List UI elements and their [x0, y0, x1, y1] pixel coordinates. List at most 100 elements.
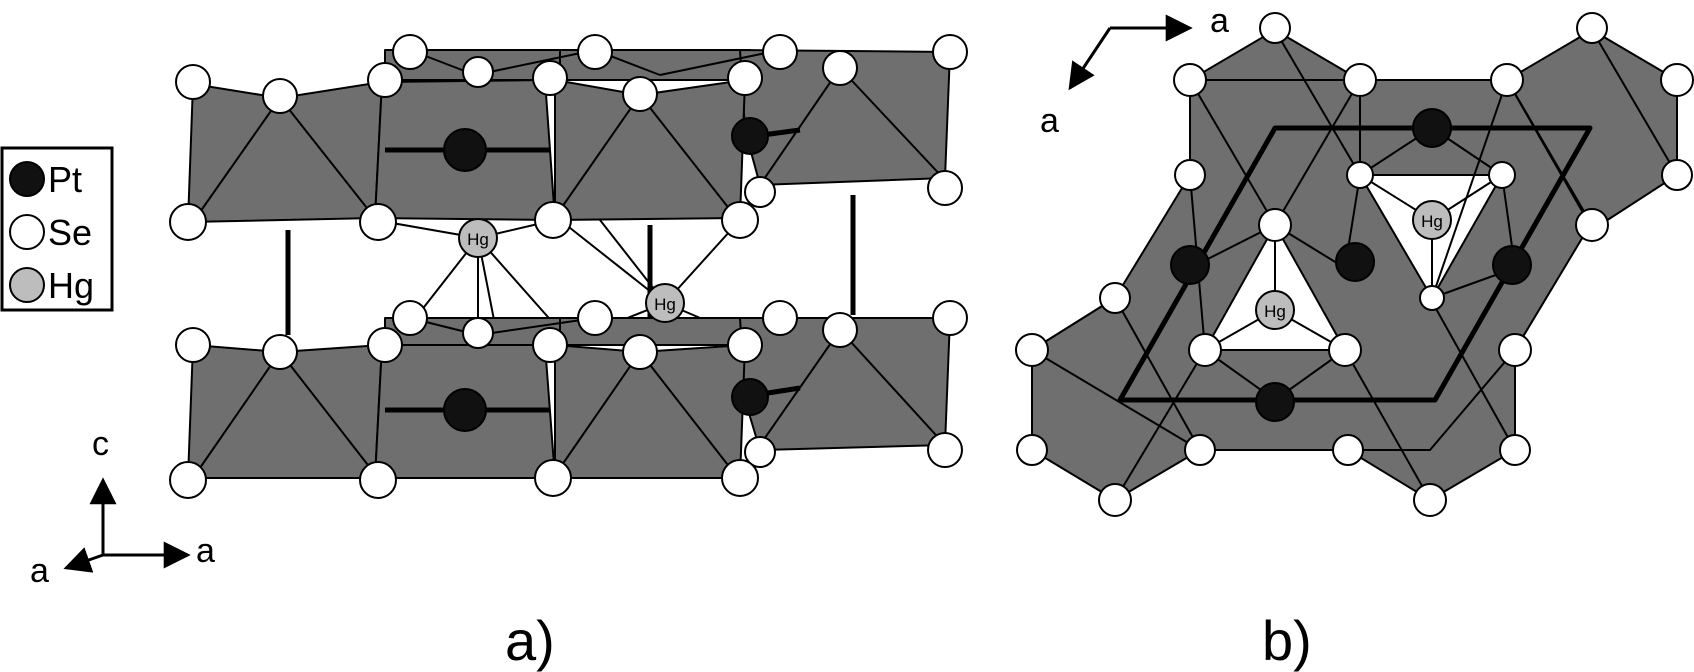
se-atom — [727, 327, 763, 363]
se-atom — [1488, 161, 1516, 189]
se-atom — [1259, 12, 1291, 44]
se-atom — [721, 459, 759, 497]
se-atom — [744, 176, 776, 208]
axis-a-right-label: a — [196, 532, 215, 570]
legend-se-marker — [9, 214, 45, 250]
se-atom — [462, 56, 494, 88]
se-atom — [1174, 159, 1206, 191]
se-atom — [169, 203, 207, 241]
se-atom — [1173, 63, 1207, 97]
axis-a-left-label: a — [30, 552, 49, 590]
pt-atom — [443, 128, 487, 172]
se-atom — [1184, 434, 1216, 466]
se-atom — [622, 334, 658, 370]
se-atom — [169, 461, 207, 499]
panel-a-structure — [187, 49, 951, 479]
se-atom — [1661, 159, 1693, 191]
se-atom — [1413, 483, 1447, 517]
legend: Pt Se Hg — [0, 146, 114, 312]
se-atom — [727, 60, 763, 96]
se-atom — [577, 34, 613, 70]
se-atom — [1332, 434, 1364, 466]
pt-atom — [1492, 245, 1532, 285]
se-atom — [1575, 208, 1609, 242]
se-atom — [1343, 63, 1377, 97]
se-atom — [392, 300, 428, 336]
se-atom — [367, 327, 403, 363]
se-atom — [932, 300, 968, 336]
se-atom — [359, 461, 397, 499]
pt-atom — [1412, 108, 1452, 148]
se-atom — [1258, 208, 1292, 242]
se-atom — [822, 50, 858, 86]
panel-b-axes — [1068, 14, 1193, 91]
pt-atom — [1255, 382, 1295, 422]
se-atom — [762, 34, 798, 70]
hg-atom-label: Hg — [654, 295, 676, 314]
se-atom — [1490, 63, 1524, 97]
se-atom — [1576, 12, 1608, 44]
hg-atom-label: Hg — [467, 230, 489, 249]
legend-hg-label: Hg — [48, 265, 94, 306]
axis-c-label: c — [92, 425, 109, 463]
pt-atom — [1170, 245, 1210, 285]
panel-b-label: b) — [1262, 609, 1312, 672]
se-atom — [1016, 434, 1048, 466]
hg-atom-label: Hg — [1421, 212, 1443, 231]
se-atom — [1660, 63, 1694, 97]
hg-atom — [1255, 290, 1295, 330]
se-atom — [532, 327, 568, 363]
hg-atom-label: Hg — [1264, 302, 1286, 321]
se-atom — [927, 170, 963, 206]
panel-a-label: a) — [505, 609, 555, 672]
se-atom — [721, 201, 759, 239]
panel-b-structure — [1031, 29, 1678, 501]
se-atom — [622, 76, 658, 112]
pt-atom — [443, 388, 487, 432]
se-atom — [175, 64, 211, 100]
panel-a-axes — [63, 477, 191, 573]
se-atom — [744, 436, 776, 468]
axis-a-down-arrow — [1068, 27, 1112, 91]
legend-hg-marker — [9, 267, 45, 303]
se-atom — [1328, 333, 1362, 367]
hg-atom — [458, 218, 498, 258]
axis-a-right-label: a — [1210, 2, 1229, 40]
se-atom — [262, 78, 298, 114]
se-atom — [927, 432, 963, 468]
se-atom — [532, 60, 568, 96]
se-atom — [392, 34, 428, 70]
se-atom — [1098, 483, 1132, 517]
se-atom — [822, 312, 858, 348]
se-atom — [1498, 333, 1532, 367]
se-atom — [1188, 333, 1222, 367]
hg-atom — [1412, 200, 1452, 240]
legend-pt-marker — [9, 161, 45, 197]
hg-atom — [645, 283, 685, 323]
legend-pt-label: Pt — [48, 159, 82, 200]
pt-atom — [1335, 242, 1375, 282]
se-atom — [577, 300, 613, 336]
se-atom — [1099, 282, 1131, 314]
se-atom — [932, 34, 968, 70]
se-atom — [1346, 161, 1374, 189]
se-atom — [1419, 285, 1445, 311]
se-atom — [1015, 333, 1049, 367]
legend-se-label: Se — [48, 212, 92, 253]
panel-b-atoms — [1015, 12, 1694, 517]
se-atom — [462, 317, 494, 349]
axis-a-left-arrow — [63, 547, 104, 573]
se-atom — [367, 62, 403, 98]
se-atom — [762, 300, 798, 336]
se-atom — [262, 334, 298, 370]
pt-atom — [731, 117, 769, 155]
panel-a-atoms — [169, 34, 968, 499]
unit-cell — [1117, 125, 1593, 403]
se-atom — [175, 327, 211, 363]
se-atom — [359, 203, 397, 241]
se-atom — [534, 459, 572, 497]
pt-atom — [731, 378, 769, 416]
axis-a-down-label: a — [1040, 102, 1059, 140]
se-atom — [534, 201, 572, 239]
